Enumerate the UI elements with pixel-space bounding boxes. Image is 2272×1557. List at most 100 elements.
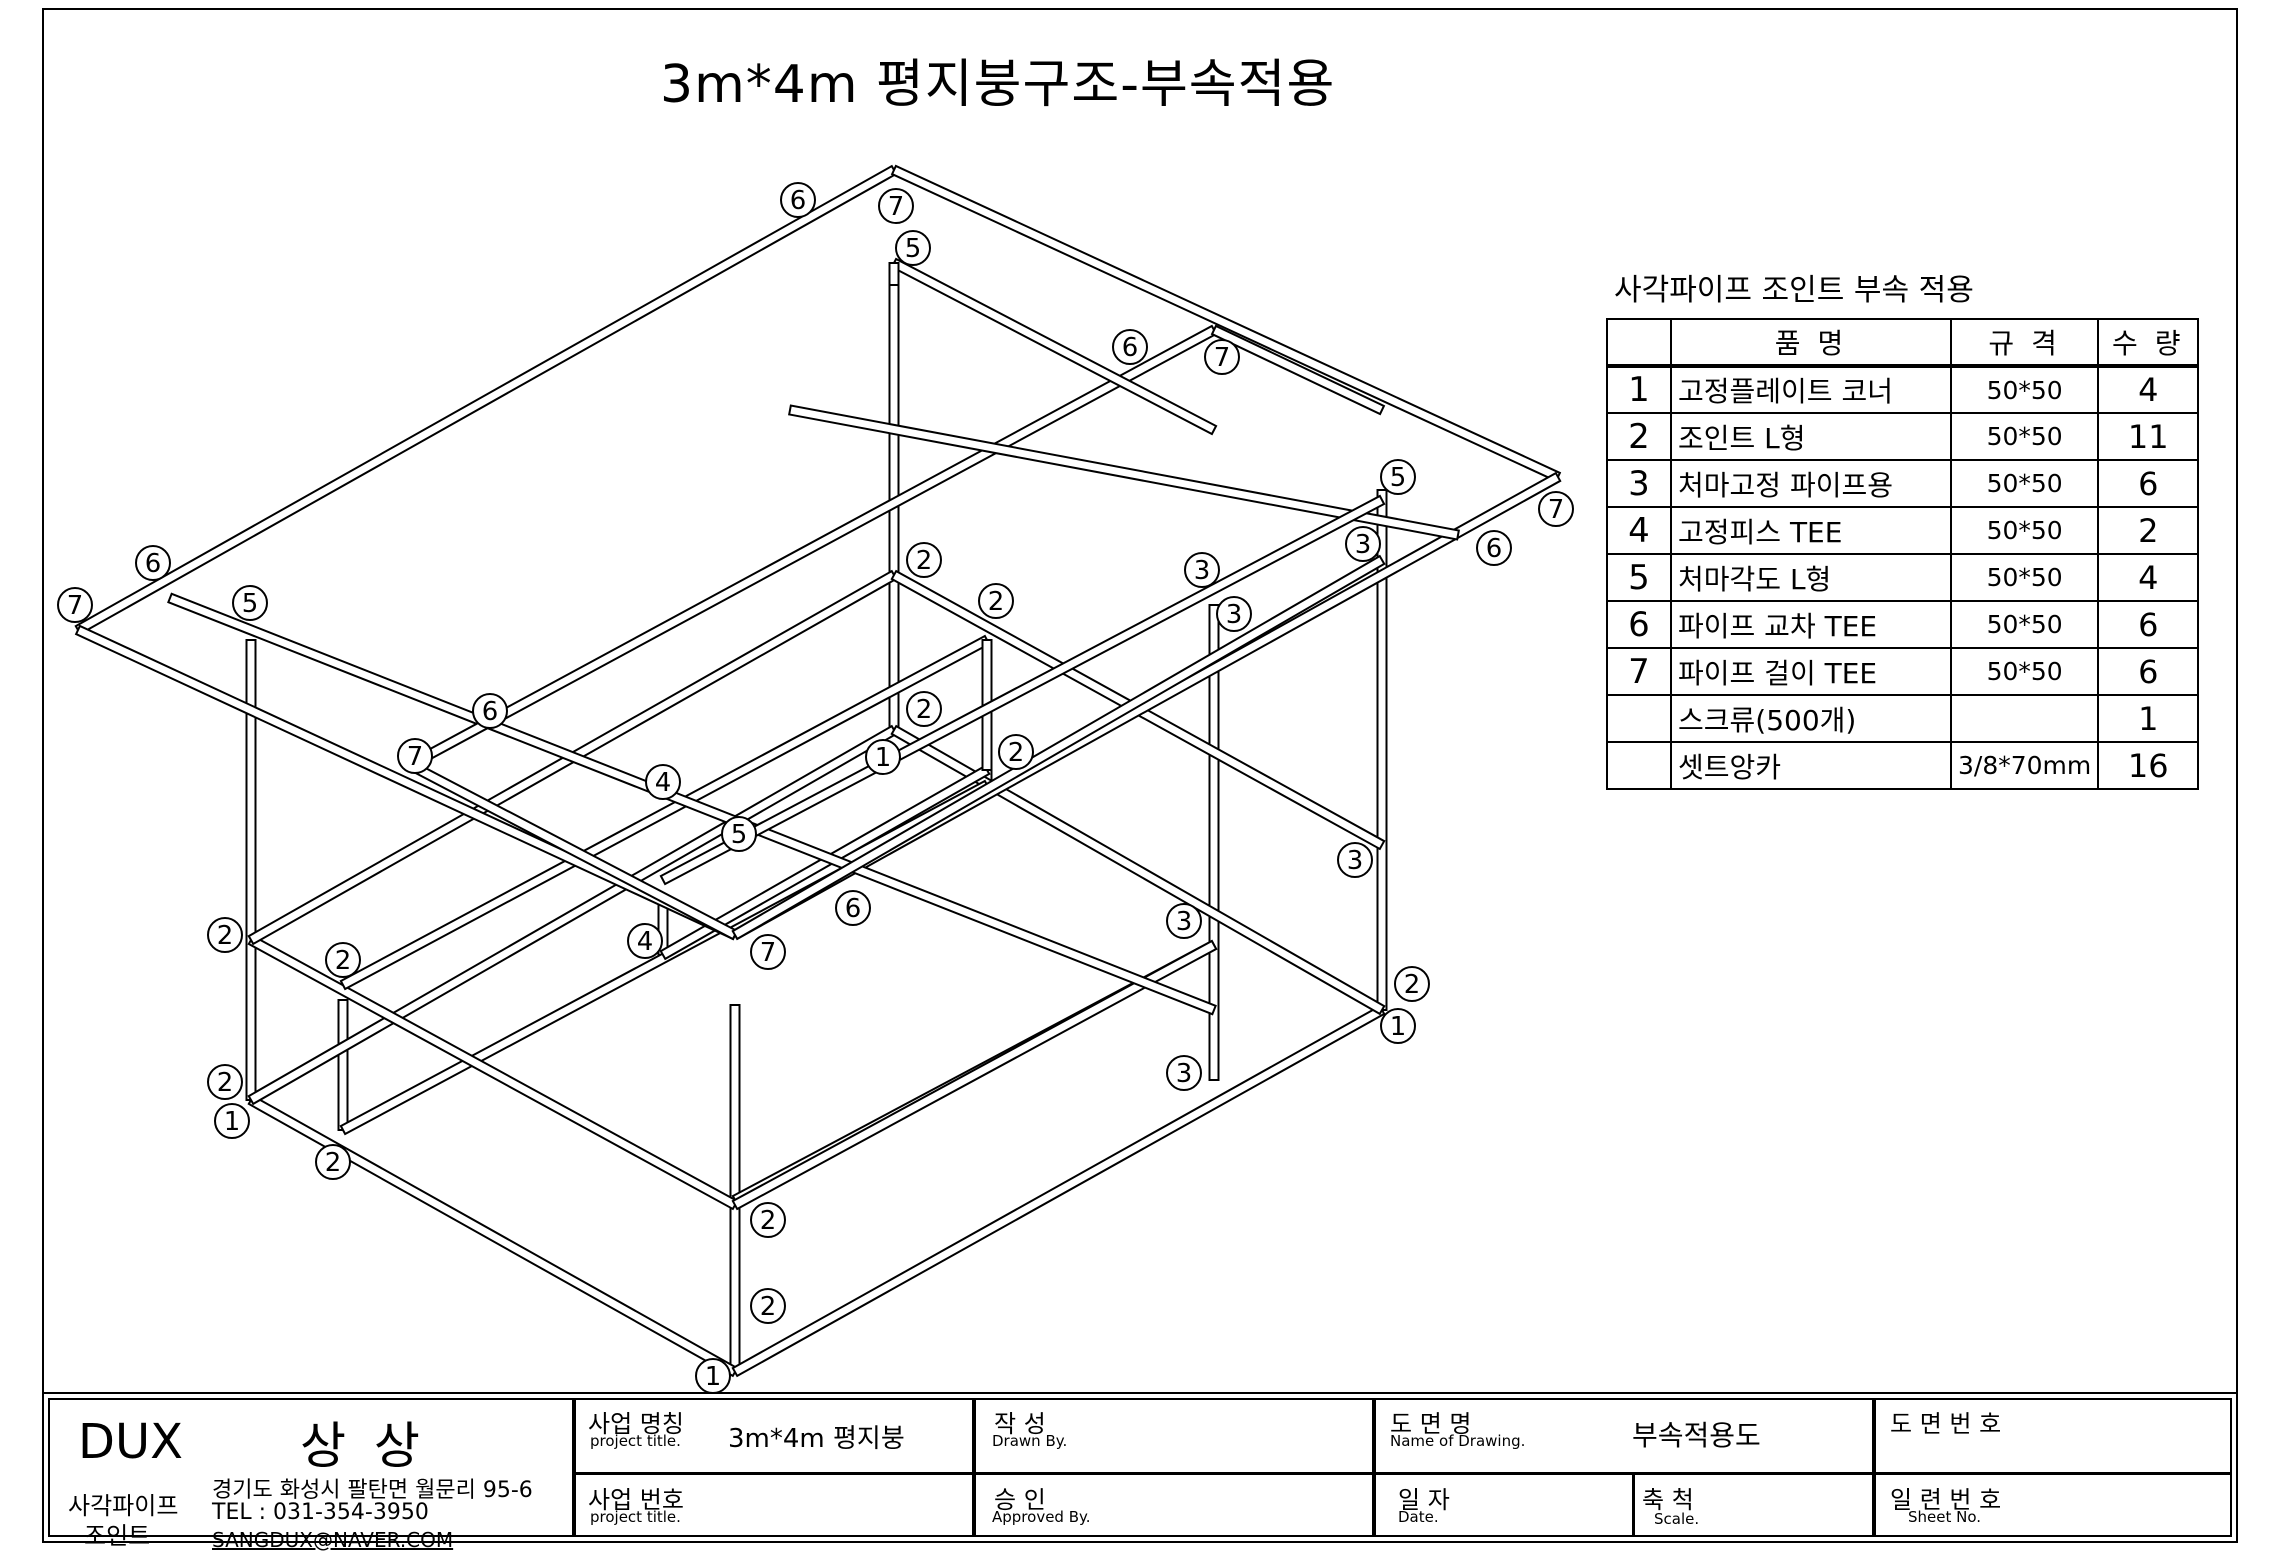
callout-circle xyxy=(1345,526,1381,562)
part-callout-1: 1 xyxy=(1380,1008,1416,1044)
pipe-member xyxy=(788,404,1460,541)
parts-row: 4 고정피스 TEE 50*50 2 xyxy=(1606,506,2200,555)
callout-number: 2 xyxy=(988,587,1005,617)
callout-circle xyxy=(998,734,1034,770)
parts-row: 셋트앙카 3/8*70mm 16 xyxy=(1606,741,2200,790)
project-no-sublabel: project title. xyxy=(590,1508,681,1526)
part-spec: 50*50 xyxy=(1949,600,2100,649)
callout-circle xyxy=(645,764,681,800)
part-callout-3: 3 xyxy=(1166,1055,1202,1091)
pipe-member xyxy=(1210,324,1386,416)
callout-number: 4 xyxy=(637,927,654,957)
callout-number: 6 xyxy=(1122,333,1139,363)
callout-circle xyxy=(1380,459,1416,495)
part-qty: 6 xyxy=(2097,459,2200,508)
scale-sublabel: Scale. xyxy=(1654,1510,1700,1528)
sheet-no-sublabel: Sheet No. xyxy=(1908,1508,1982,1526)
callout-circle xyxy=(1380,1008,1416,1044)
header-name: 품 명 xyxy=(1670,318,1952,368)
part-spec: 50*50 xyxy=(1949,365,2100,414)
pipe-member xyxy=(888,262,900,286)
part-spec: 50*50 xyxy=(1949,647,2100,696)
callout-number: 7 xyxy=(760,938,777,968)
part-spec xyxy=(1949,694,2100,743)
callout-circle xyxy=(1184,552,1220,588)
part-callout-5: 5 xyxy=(721,816,757,852)
callout-number: 3 xyxy=(1176,907,1193,937)
callout-circle xyxy=(1166,1055,1202,1091)
callout-number: 1 xyxy=(705,1362,722,1392)
pipe-member xyxy=(890,164,1562,483)
callout-circle xyxy=(750,934,786,970)
callout-number: 7 xyxy=(407,742,424,772)
part-callout-5: 5 xyxy=(1380,459,1416,495)
project-name-label: 사업 명칭 xyxy=(588,1410,684,1438)
callout-number: 7 xyxy=(67,591,84,621)
callout-circle xyxy=(750,1202,786,1238)
part-name: 조인트 L형 xyxy=(1670,412,1952,461)
part-no xyxy=(1606,694,1672,743)
part-callout-6: 6 xyxy=(780,182,816,218)
parts-row: 7 파이프 걸이 TEE 50*50 6 xyxy=(1606,647,2200,696)
project-no-label: 사업 번호 xyxy=(588,1486,684,1514)
pipe-member xyxy=(247,1094,739,1378)
header-no xyxy=(1606,318,1672,368)
part-callout-2: 2 xyxy=(1394,966,1430,1002)
part-callout-2: 2 xyxy=(906,542,942,578)
pipe-member xyxy=(247,724,898,1106)
callout-number: 7 xyxy=(1548,495,1565,525)
part-callout-7: 7 xyxy=(1538,491,1574,527)
parts-row: 1 고정플레이트 코너 50*50 4 xyxy=(1606,365,2200,414)
parts-row: 5 처마각도 L형 50*50 4 xyxy=(1606,553,2200,602)
pipe-member xyxy=(74,164,898,636)
drawing-no-label: 도 면 번 호 xyxy=(1890,1410,2002,1438)
pipe-member xyxy=(406,324,1218,771)
part-callout-2: 2 xyxy=(978,583,1014,619)
part-callout-6: 6 xyxy=(1112,329,1148,365)
company-logo-text: DUX xyxy=(78,1414,183,1470)
part-name: 스크류(500개) xyxy=(1670,694,1952,743)
part-qty: 6 xyxy=(2097,647,2200,696)
callout-circle xyxy=(397,738,433,774)
part-no: 1 xyxy=(1606,365,1672,414)
part-qty: 11 xyxy=(2097,412,2200,461)
callout-circle xyxy=(1204,339,1240,375)
part-callout-2: 2 xyxy=(998,734,1034,770)
approved-label: 승 인 xyxy=(994,1486,1046,1514)
callout-number: 6 xyxy=(145,549,162,579)
drawing-name-value: 부속적용도 xyxy=(1632,1419,1761,1452)
part-qty: 16 xyxy=(2097,741,2200,790)
part-spec: 50*50 xyxy=(1949,553,2100,602)
callout-number: 3 xyxy=(1355,530,1372,560)
part-callout-3: 3 xyxy=(1337,842,1373,878)
part-callout-3: 3 xyxy=(1345,526,1381,562)
callout-number: 1 xyxy=(875,743,892,773)
part-spec: 3/8*70mm xyxy=(1949,741,2100,790)
callout-circle xyxy=(780,182,816,218)
callout-circle xyxy=(627,923,663,959)
part-callout-7: 7 xyxy=(878,188,914,224)
callout-number: 3 xyxy=(1176,1059,1193,1089)
pipe-member xyxy=(731,1004,1386,1378)
part-qty: 4 xyxy=(2097,365,2200,414)
part-spec: 50*50 xyxy=(1949,506,2100,555)
part-name: 셋트앙카 xyxy=(1670,741,1952,790)
part-callout-3: 3 xyxy=(1216,596,1252,632)
part-no: 7 xyxy=(1606,647,1672,696)
part-callout-7: 7 xyxy=(397,738,433,774)
callout-circle xyxy=(878,188,914,224)
pipe-member xyxy=(731,554,1386,941)
callout-number: 3 xyxy=(1347,846,1364,876)
pipe-member xyxy=(167,592,1217,1016)
pipe-member xyxy=(659,494,1386,886)
drawn-label: 작 성 xyxy=(994,1410,1046,1438)
callout-number: 6 xyxy=(482,697,499,727)
parts-table-header: 품 명 규 격 수 량 xyxy=(1606,318,2200,368)
callout-number: 3 xyxy=(1226,600,1243,630)
callout-number: 2 xyxy=(760,1206,777,1236)
callout-number: 2 xyxy=(1008,738,1025,768)
part-no: 2 xyxy=(1606,412,1672,461)
callout-circle xyxy=(906,542,942,578)
part-callout-4: 4 xyxy=(645,764,681,800)
callout-circle xyxy=(1166,903,1202,939)
